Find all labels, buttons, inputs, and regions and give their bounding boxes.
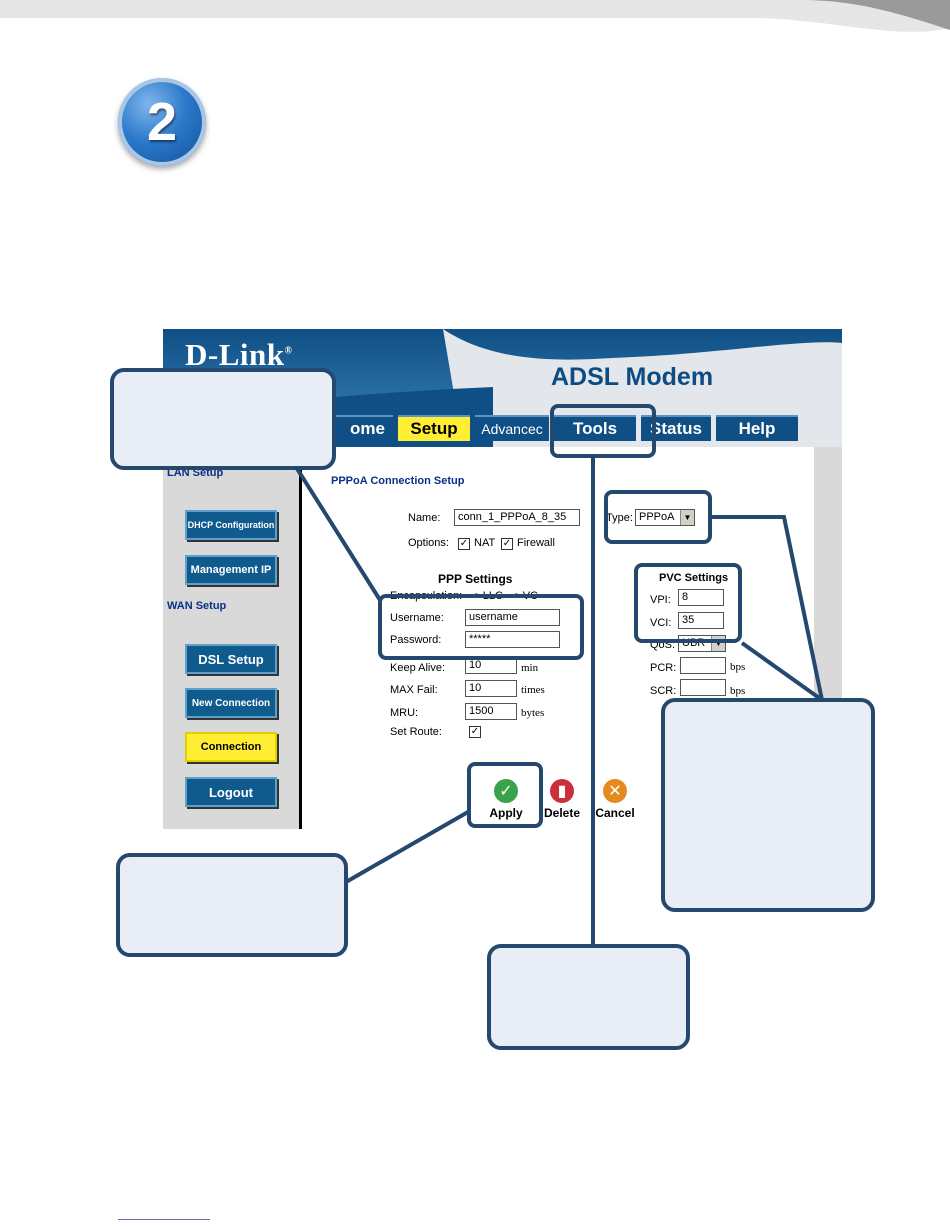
credentials-highlight: [378, 594, 584, 660]
mru-label: MRU:: [390, 707, 419, 719]
product-title: ADSL Modem: [551, 363, 714, 391]
chevron-down-icon: ▼: [680, 510, 694, 525]
setroute-label: Set Route:: [390, 726, 442, 738]
vci-label: VCI:: [650, 617, 672, 629]
apply-highlight: [467, 762, 543, 828]
cancel-button[interactable]: ✕ Cancel: [595, 779, 635, 820]
footer-rule: [118, 1219, 210, 1220]
sidebar-connection-button[interactable]: Connection: [185, 732, 277, 762]
trash-icon: ▮: [550, 779, 574, 803]
vci-input[interactable]: 35: [678, 612, 724, 629]
nat-label: NAT: [474, 537, 496, 549]
username-label: Username:: [390, 612, 444, 624]
type-select[interactable]: PPPoA▼: [635, 509, 695, 526]
header-curve: [0, 0, 950, 32]
checkmark-icon: ✓: [494, 779, 518, 803]
tab-advanced[interactable]: Advancec: [475, 415, 549, 441]
mru-input[interactable]: 1500: [465, 703, 517, 720]
type-label: Type:: [606, 512, 633, 524]
vpi-input[interactable]: 8: [678, 589, 724, 606]
type-highlight: [604, 490, 712, 544]
scr-input[interactable]: [680, 679, 726, 696]
firewall-label: Firewall: [517, 537, 555, 549]
nat-checkbox[interactable]: ✓: [458, 538, 470, 550]
form-title: PPPoA Connection Setup: [331, 475, 465, 487]
mru-unit: bytes: [521, 707, 545, 719]
sidebar-dhcp-button[interactable]: DHCP Configuration: [185, 510, 277, 540]
maxfail-unit: times: [521, 684, 545, 696]
maxfail-input[interactable]: 10: [465, 680, 517, 697]
scr-label: SCR:: [650, 685, 677, 697]
callout-box-bottom-center: [487, 944, 690, 1050]
pcr-unit: bps: [730, 661, 746, 673]
ppp-settings-title: PPP Settings: [438, 572, 513, 586]
name-input[interactable]: conn_1_PPPoA_8_35: [454, 509, 580, 526]
pvc-highlight: [634, 563, 742, 643]
sidebar-management-ip-button[interactable]: Management IP: [185, 555, 277, 585]
delete-button[interactable]: ▮ Delete: [543, 779, 581, 820]
options-label: Options:: [408, 537, 449, 549]
setroute-checkbox[interactable]: ✓: [469, 726, 481, 738]
tools-tab-highlight: [550, 404, 656, 458]
step-number-badge: 2: [118, 78, 206, 166]
password-label: Password:: [390, 634, 442, 646]
dlink-logo: D-Link®: [185, 337, 293, 372]
keepalive-label: Keep Alive:: [390, 662, 446, 674]
pvc-settings-title: PVC Settings: [659, 572, 729, 584]
sidebar-lan-heading: LAN Setup: [167, 467, 224, 479]
apply-button[interactable]: ✓ Apply: [489, 779, 523, 820]
tab-setup[interactable]: Setup: [398, 415, 470, 441]
callout-box-top-left: [110, 368, 336, 470]
keepalive-unit: min: [521, 662, 539, 674]
sidebar-wan-heading: WAN Setup: [167, 600, 227, 612]
firewall-checkbox[interactable]: ✓: [501, 538, 513, 550]
sidebar-logout-button[interactable]: Logout: [185, 777, 277, 807]
close-icon: ✕: [603, 779, 627, 803]
password-input[interactable]: *****: [465, 631, 560, 648]
callout-box-right: [661, 698, 875, 912]
vpi-label: VPI:: [650, 594, 671, 606]
sidebar-dsl-setup-button[interactable]: DSL Setup: [185, 644, 277, 674]
scr-unit: bps: [730, 685, 746, 697]
sidebar-divider: [299, 447, 302, 829]
pcr-label: PCR:: [650, 662, 677, 674]
username-input[interactable]: username: [465, 609, 560, 626]
callout-box-bottom-left: [116, 853, 348, 957]
tab-help[interactable]: Help: [716, 415, 798, 441]
maxfail-label: MAX Fail:: [390, 684, 438, 696]
sidebar-new-connection-button[interactable]: New Connection: [185, 688, 277, 718]
name-label: Name:: [408, 512, 441, 524]
tab-tools[interactable]: Tools: [554, 415, 636, 441]
pcr-input[interactable]: [680, 657, 726, 674]
